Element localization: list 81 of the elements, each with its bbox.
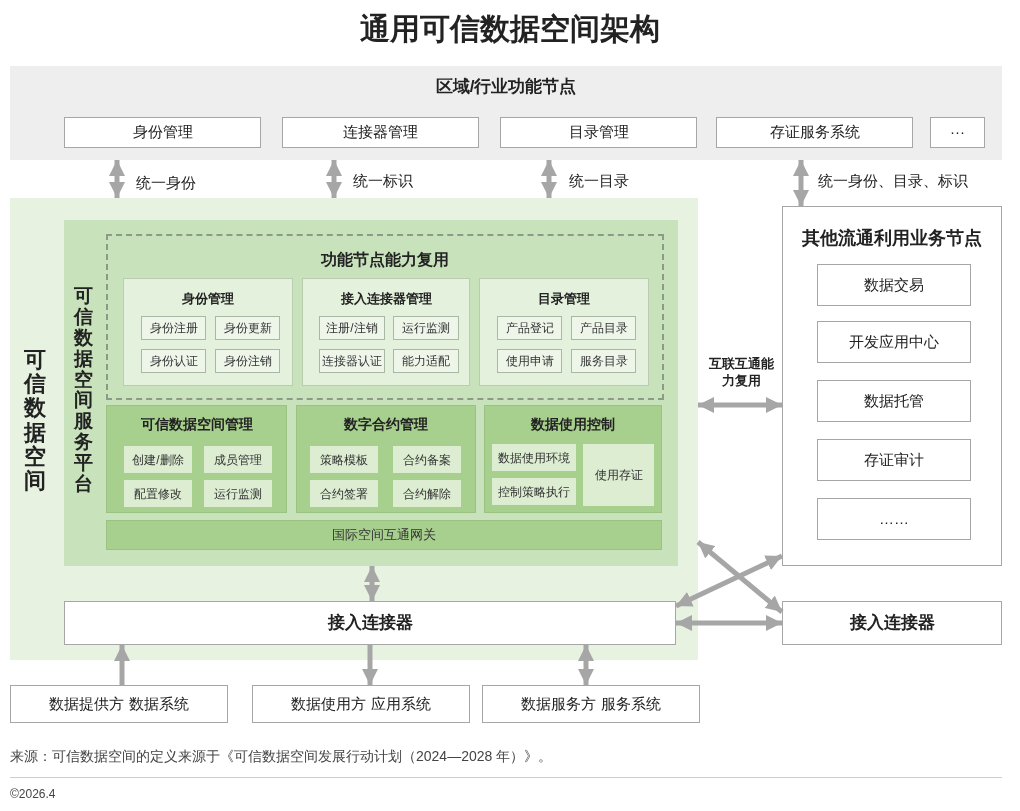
platform-panel (64, 220, 678, 566)
sub-item: 身份注册 (141, 316, 206, 340)
sub-item: 控制策略执行 (492, 478, 576, 505)
sub-item: 使用申请 (497, 349, 562, 373)
module-card (479, 278, 649, 386)
module-card (296, 405, 476, 513)
function-box: 存证服务系统 (716, 117, 913, 148)
double-arrow (364, 566, 380, 601)
double-arrow (698, 397, 782, 413)
service-box: 开发应用中心 (817, 321, 971, 363)
function-box: 连接器管理 (282, 117, 479, 148)
arrow (114, 645, 130, 685)
double-arrow (578, 645, 594, 685)
service-box: 数据交易 (817, 264, 971, 306)
card-heading: 目录管理 (537, 290, 591, 308)
double-arrow (326, 160, 342, 198)
sub-item: 产品目录 (571, 316, 636, 340)
connector-box: 接入连接器 (782, 601, 1002, 645)
sub-item: 配置修改 (124, 480, 192, 507)
source-note: 来源：可信数据空间的定义来源于《可信数据空间发展行动计划（2024—2028 年）》。 (10, 747, 553, 766)
sub-item: 成员管理 (204, 446, 272, 473)
edge-label: 统一目录 (569, 171, 629, 191)
double-arrow (676, 615, 782, 631)
double-arrow (541, 160, 557, 198)
card-heading: 数据使用控制 (530, 415, 616, 434)
group-heading: 功能节点能力复用 (320, 250, 450, 270)
panel-heading: 其他流通利用业务节点 (801, 227, 983, 250)
source-box: 数据服务方 服务系统 (482, 685, 700, 723)
dashed-group (106, 234, 664, 400)
vertical-heading: 可信数据空间 (24, 348, 46, 494)
region-band (10, 66, 1002, 160)
sub-item: 产品登记 (497, 316, 562, 340)
band-heading: 区域/行业功能节点 (434, 76, 578, 98)
sub-item: 创建/删除 (124, 446, 192, 473)
module-card (302, 278, 470, 386)
sub-item: 身份更新 (215, 316, 280, 340)
double-arrow (793, 160, 809, 206)
sub-item: 服务目录 (571, 349, 636, 373)
service-box: 存证审计 (817, 439, 971, 481)
sub-item: 运行监测 (204, 480, 272, 507)
edge-label: 统一身份 (136, 173, 196, 193)
diagram-title: 通用可信数据空间架构 (359, 10, 661, 48)
edge-label: 统一标识 (353, 171, 413, 191)
sub-item: 身份注销 (215, 349, 280, 373)
edge-label: 统一身份、目录、标识 (818, 171, 968, 191)
sub-item: 身份认证 (141, 349, 206, 373)
module-card (123, 278, 293, 386)
function-box: ··· (930, 117, 985, 148)
function-box: 目录管理 (500, 117, 697, 148)
module-card (106, 405, 287, 513)
card-heading: 数字合约管理 (343, 415, 429, 434)
double-arrow (674, 553, 784, 609)
double-arrow (109, 160, 125, 198)
module-card (484, 405, 662, 513)
sub-item: 注册/注销 (319, 316, 385, 340)
sub-item: 合约签署 (310, 480, 378, 507)
card-heading: 身份管理 (181, 290, 235, 308)
service-box: 数据托管 (817, 380, 971, 422)
sub-item: 合约解除 (393, 480, 461, 507)
sub-item: 连接器认证 (319, 349, 385, 373)
gateway-bar: 国际空间互通网关 (106, 520, 662, 550)
node-panel (782, 206, 1002, 566)
sub-item: 运行监测 (393, 316, 459, 340)
connector-box: 接入连接器 (64, 601, 676, 645)
source-box: 数据使用方 应用系统 (252, 685, 470, 723)
space-panel (10, 198, 698, 660)
sub-item: 策略模板 (310, 446, 378, 473)
edge-label: 互联互通能力复用 (708, 356, 774, 390)
card-heading: 接入连接器管理 (339, 290, 433, 308)
copyright-note: ©2026.4 (10, 786, 56, 803)
sub-item: 使用存证 (583, 444, 654, 506)
function-box: 身份管理 (64, 117, 261, 148)
card-heading: 可信数据空间管理 (139, 415, 254, 434)
double-arrow (696, 540, 784, 614)
source-box: 数据提供方 数据系统 (10, 685, 228, 723)
vertical-heading: 可信数据空间服务平台 (74, 286, 93, 495)
service-box: …… (817, 498, 971, 540)
sub-item: 合约备案 (393, 446, 461, 473)
sub-item: 能力适配 (393, 349, 459, 373)
sub-item: 数据使用环境 (492, 444, 576, 471)
arrow (362, 645, 378, 685)
